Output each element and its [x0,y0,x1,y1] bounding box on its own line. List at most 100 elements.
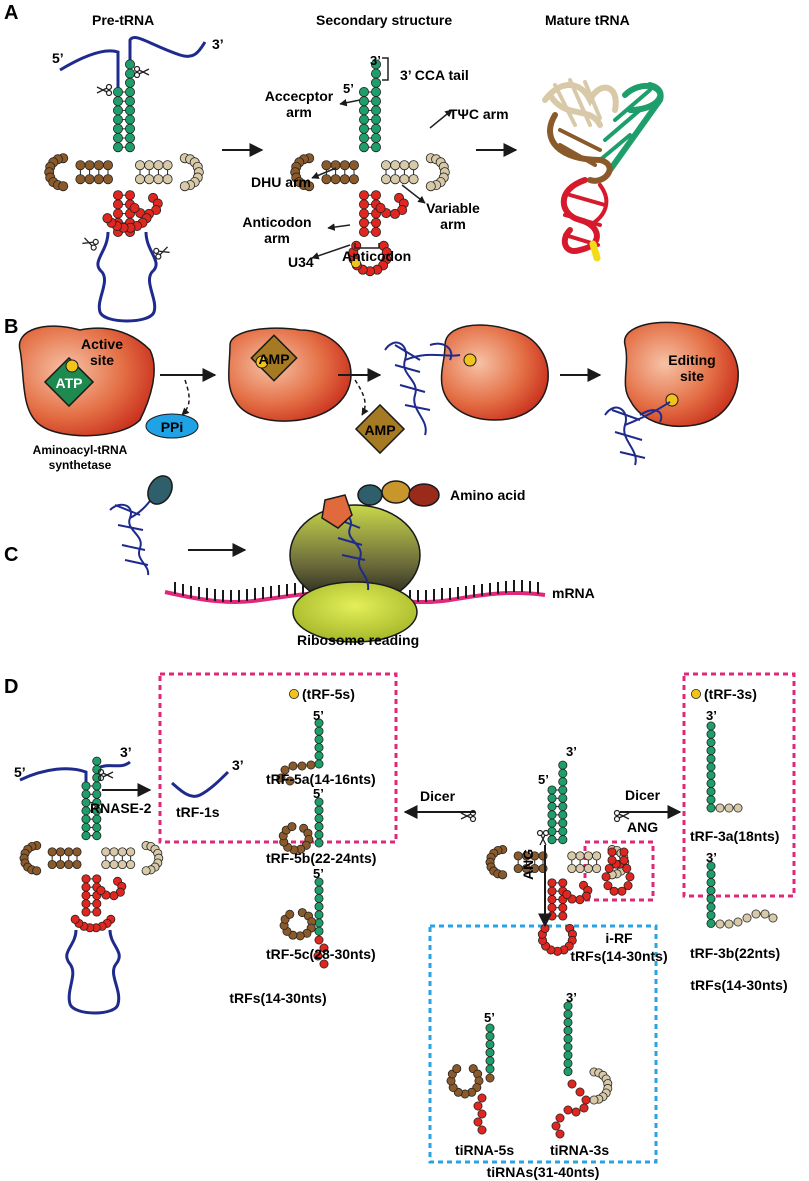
nucleotide-bead [733,803,743,813]
nucleotide-bead [92,907,102,917]
nucleotide-bead [567,1079,577,1089]
nucleotide-bead [179,181,190,192]
nucleotide-bead [134,160,145,171]
nucleotide-bead [314,830,324,840]
anticodon-label: Anticodon [342,248,412,264]
nucleotide-bead [485,1073,495,1083]
nucleotide-bead [297,761,307,771]
nucleotide-bead [706,754,716,764]
nucleotide-bead [760,909,770,919]
nucleotide-bead [314,926,324,936]
nucleotide-bead [485,1056,495,1066]
amino-acid-chain-3 [408,483,440,507]
ppi-label: PPi [160,419,184,435]
nucleotide-bead [551,1121,561,1131]
mrna-codon-ticks [174,580,539,602]
panel-b-diagram [18,321,739,466]
nucleotide-bead [125,59,135,70]
nucleotide-bead [575,1087,585,1097]
nucleotide-bead [547,903,557,913]
nucleotide-bead [547,911,557,921]
pre-5prime: 5’ [52,50,64,66]
nucleotide-bead [724,919,734,929]
tirna5-5prime: 5’ [484,1010,495,1025]
nucleotide-bead [81,874,91,884]
irf-caption: tRFs(14-30nts) [570,948,668,964]
pre-trna-title: Pre-tRNA [92,12,155,28]
nucleotide-bead [288,689,299,700]
nucleotide-bead [625,872,635,882]
amino-acid-label: Amino acid [450,487,526,503]
nucleotide-bead [287,822,297,832]
nucleotide-bead [125,133,135,144]
panel-c-letter: C [4,544,19,566]
nucleotide-bead [276,773,286,783]
nucleotide-bead [314,893,324,903]
nucleotide-bead [64,859,74,870]
nucleotide-bead [359,87,369,97]
sec-3prime: 3’ [370,53,381,68]
nucleotide-bead [125,114,135,125]
nucleotide-bead [359,105,369,116]
nucleotide-bead [314,822,324,832]
nucleotide-bead [604,863,614,873]
nucleotide-bead [371,190,381,201]
nucleotide-bead [144,160,155,171]
nucleotide-bead [314,726,324,736]
nucleotide-bead [408,174,419,185]
nucleotide-bead [706,746,716,756]
nucleotide-bead [92,756,102,766]
nucleotide-bead [563,1050,573,1060]
nucleotide-bead [314,751,324,761]
scissors-icon [536,829,550,846]
anticodon-arm-label-1: Anticodon [242,214,312,230]
nucleotide-bead [64,847,74,857]
nucleotide-bead [92,899,102,909]
nucleotide-bead [706,737,716,747]
cca-tail-label: 3’ CCA tail [400,67,469,83]
trf3-box [682,672,796,898]
nucleotide-bead [583,863,593,874]
nucleotide-bead [563,1058,573,1068]
editing-site-label-1: Editing [668,352,716,368]
ang-down-label: ANG [520,848,536,880]
nascent-peptide-tip [321,494,353,529]
sec-5prime: 5’ [343,81,354,96]
nucleotide-bead [319,959,329,969]
panel-d-letter: D [4,676,19,698]
nucleotide-bead [547,886,557,896]
nucleotide-bead [113,142,123,153]
nucleotide-bead [603,881,613,891]
nucleotide-bead [558,768,568,778]
amp-label-bound: AMP [258,351,290,367]
nucleotide-bead [295,931,305,941]
atp-label: ATP [55,375,83,391]
nucleotide-bead [102,160,113,171]
nucleotide-bead [425,181,436,192]
nucleotide-bead [371,142,381,153]
pre-trna-structure [44,36,207,323]
nucleotide-bead [399,174,410,185]
nucleotide-bead [125,142,135,153]
trf3a-3prime: 3’ [706,708,717,723]
nucleotide-bead [102,213,113,224]
nucleotide-bead [314,918,324,928]
nucleotide-bead [125,68,135,79]
nucleotide-bead [706,778,716,788]
nucleotide-bead [359,114,369,125]
nucleotide-bead [134,174,145,185]
nucleotide-bead [81,798,91,808]
ribosome-reading-label: Ribosome reading [297,632,420,648]
nucleotide-bead [563,1067,573,1077]
scissors-icon [153,246,170,260]
irf-label: i-RF [605,930,633,946]
nucleotide-bead [477,1109,487,1119]
nucleotide-bead [96,885,106,895]
nucleotide-bead [706,770,716,780]
trna-ribbon-bound-2 [604,401,671,466]
nucleotide-bead [547,826,557,836]
active-site-dot [65,359,79,373]
nucleotide-bead [607,847,617,857]
nucleotide-bead [126,859,136,870]
nucleotide-bead [558,802,568,812]
